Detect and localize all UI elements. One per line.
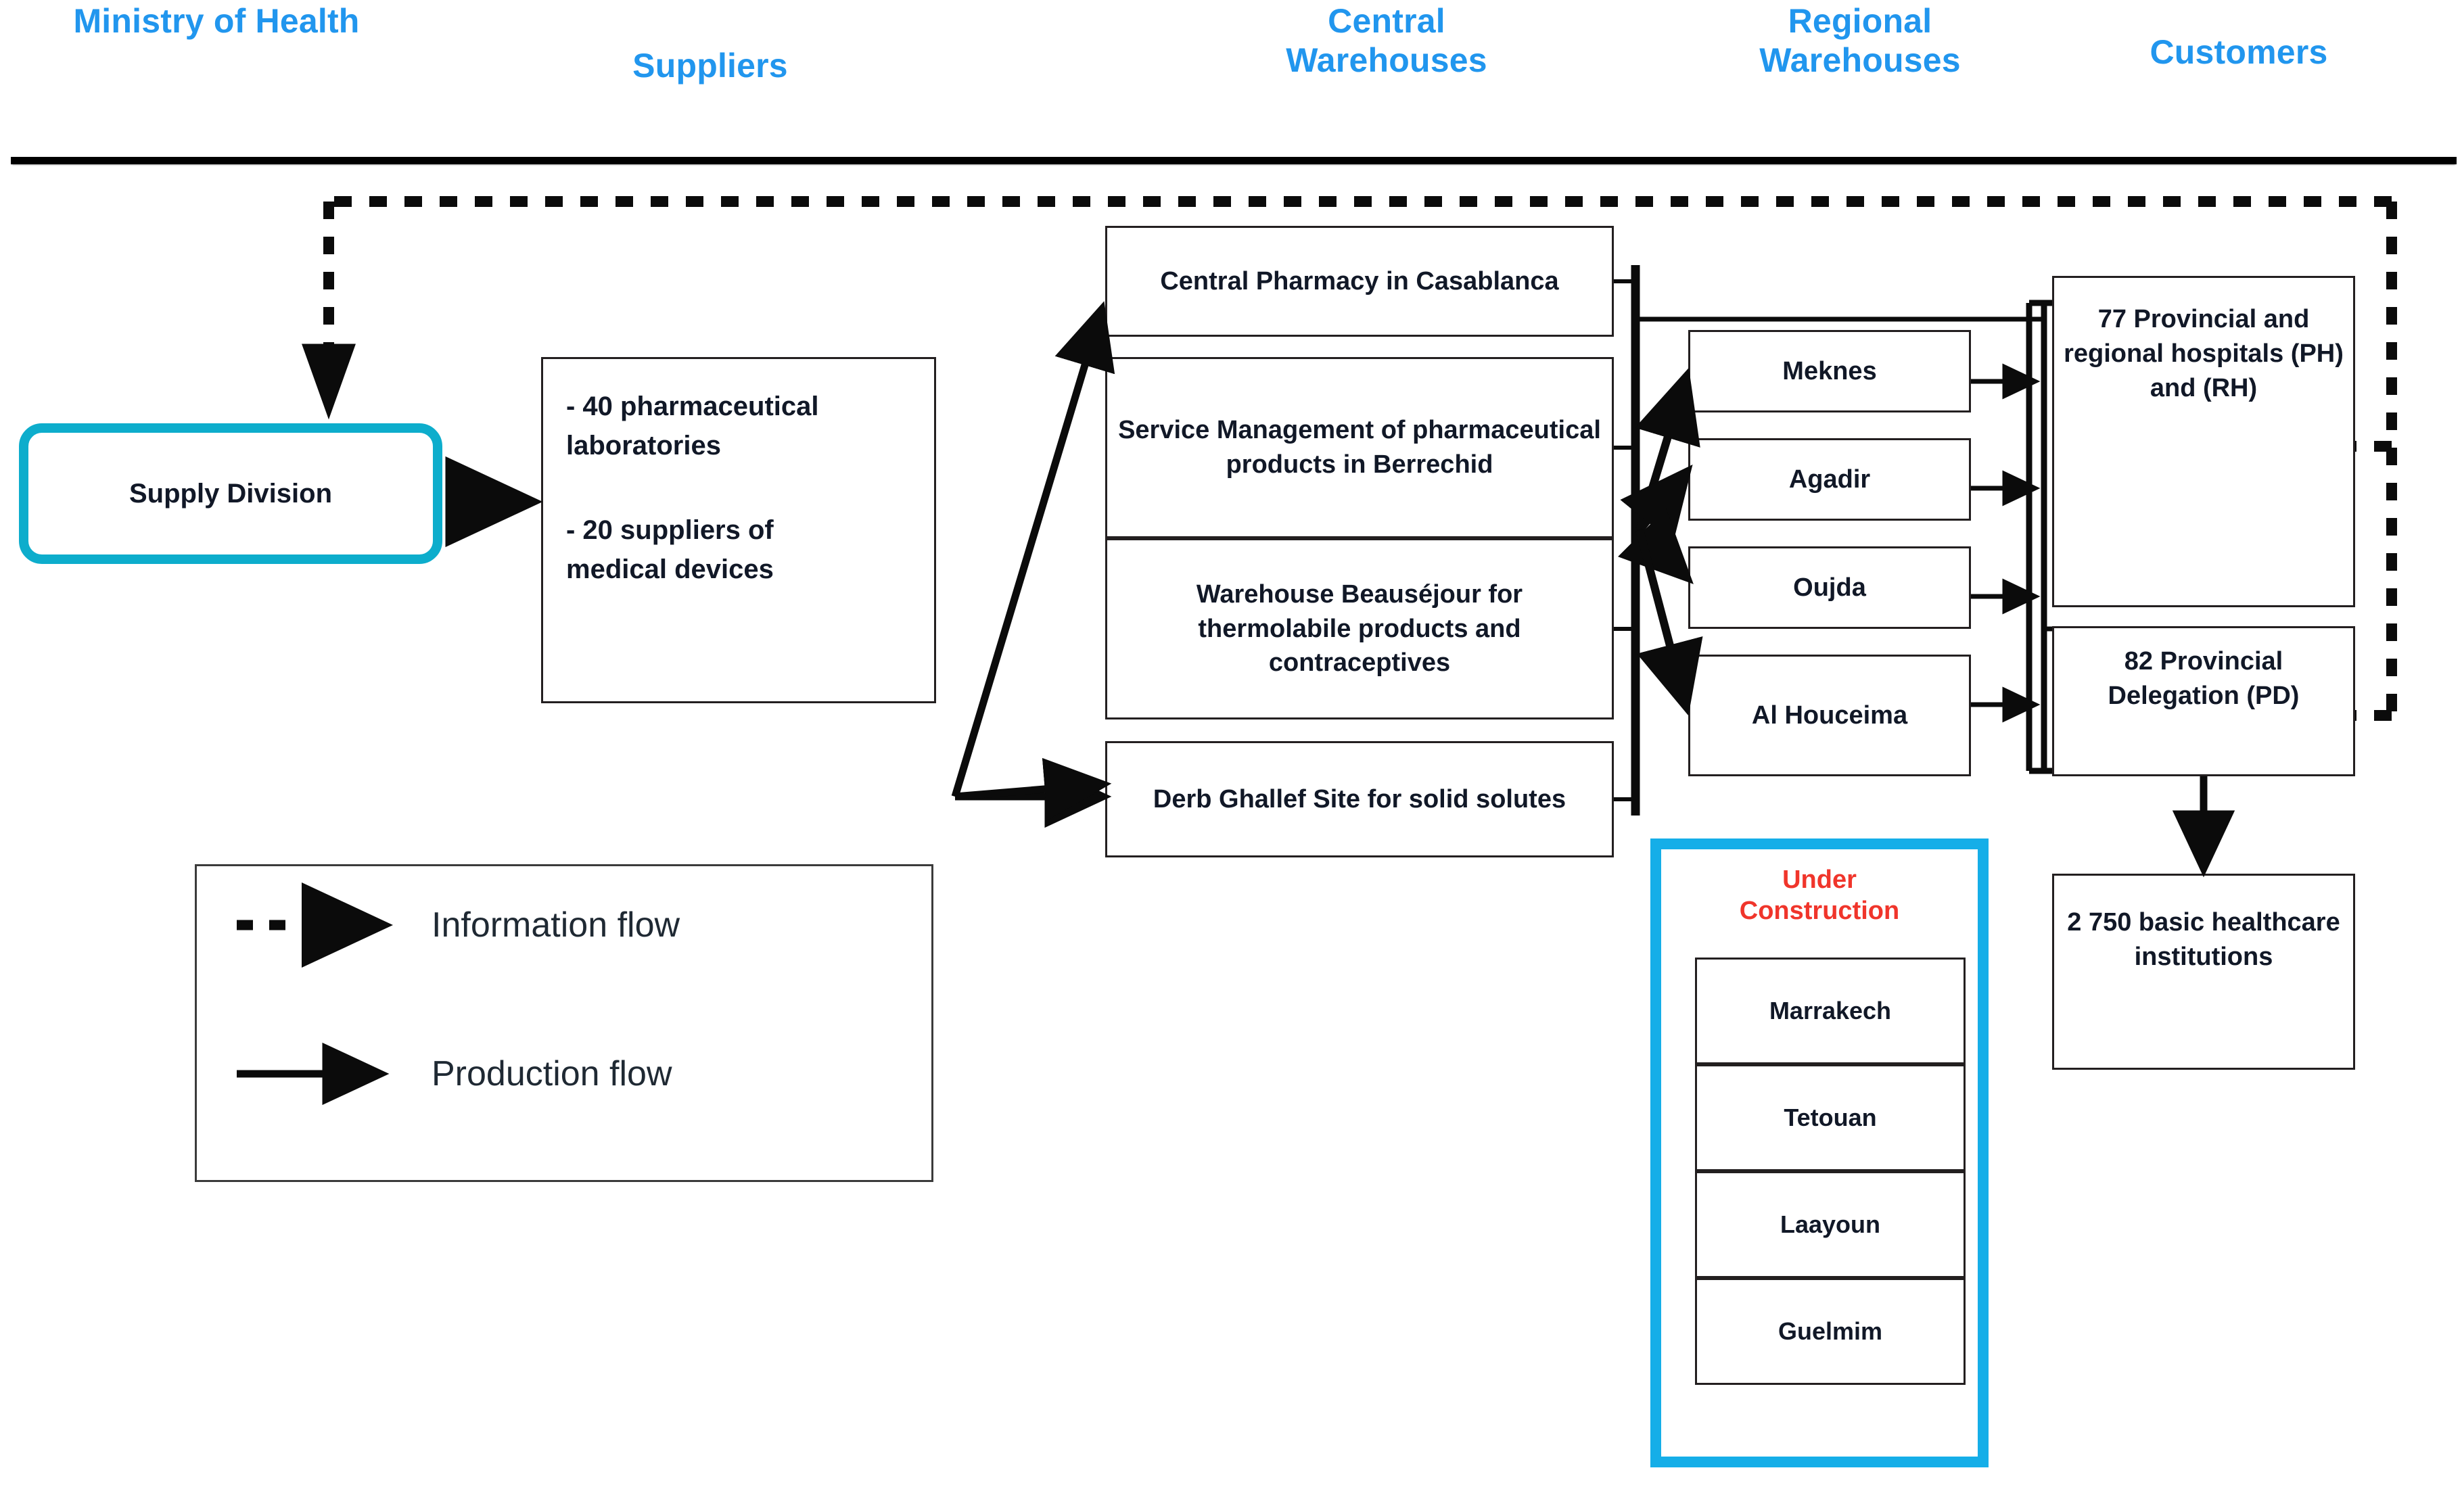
node-under-construction-guelmim-label: Guelmim bbox=[1778, 1317, 1883, 1345]
connector-information-flow-right-spine bbox=[2355, 202, 2397, 721]
suppliers-line-4: medical devices bbox=[566, 554, 774, 584]
node-under-construction-marrakech-label: Marrakech bbox=[1769, 996, 1892, 1024]
column-header-suppliers: Suppliers bbox=[632, 47, 788, 85]
node-regional-warehouse-agadir-label: Agadir bbox=[1788, 465, 1871, 494]
column-header-customers: Customers bbox=[2150, 33, 2328, 71]
suppliers-line-1: - 40 pharmaceutical bbox=[566, 392, 819, 421]
column-header-regional-warehouses: Regional Warehouses bbox=[1759, 2, 1961, 79]
node-under-construction-laayoun-label: Laayoun bbox=[1780, 1210, 1881, 1238]
node-regional-warehouse-oujda[interactable]: Oujda bbox=[1688, 546, 1971, 629]
node-central-warehouse-4-label: Derb Ghallef Site for solid solutes bbox=[1153, 784, 1566, 813]
group-under-construction: Under Construction Marrakech Tetouan Laa… bbox=[1650, 838, 1989, 1467]
legend-label-information-flow: Information flow bbox=[432, 905, 680, 945]
node-central-warehouse-2[interactable]: Service Management of pharmaceutical pro… bbox=[1105, 357, 1614, 538]
node-central-warehouse-4[interactable]: Derb Ghallef Site for solid solutes bbox=[1105, 741, 1614, 857]
node-supply-division[interactable]: Supply Division bbox=[19, 423, 442, 564]
node-regional-warehouse-meknes-label: Meknes bbox=[1782, 356, 1877, 385]
node-regional-warehouse-al-houceima-label: Al Houceima bbox=[1751, 701, 1908, 730]
node-under-construction-guelmim[interactable]: Guelmim bbox=[1695, 1278, 1966, 1385]
node-supply-division-label: Supply Division bbox=[129, 478, 333, 509]
node-central-warehouse-2-label: Service Management of pharmaceutical pro… bbox=[1118, 416, 1601, 479]
node-customer-hospitals[interactable]: 77 Provincial and regional hospitals (PH… bbox=[2052, 276, 2355, 607]
suppliers-line-3: - 20 suppliers of bbox=[566, 515, 774, 546]
node-regional-warehouse-agadir[interactable]: Agadir bbox=[1688, 438, 1971, 521]
column-header-ministry: Ministry of Health bbox=[73, 2, 360, 40]
node-regional-warehouse-oujda-label: Oujda bbox=[1793, 573, 1866, 602]
node-regional-warehouse-meknes[interactable]: Meknes bbox=[1688, 330, 1971, 412]
node-customer-hospitals-label: 77 Provincial and regional hospitals (PH… bbox=[2064, 305, 2344, 402]
node-suppliers[interactable]: - 40 pharmaceutical laboratories - 20 su… bbox=[541, 357, 936, 703]
node-customer-basic-healthcare-label: 2 750 basic healthcare institutions bbox=[2067, 908, 2340, 971]
node-under-construction-marrakech[interactable]: Marrakech bbox=[1695, 958, 1966, 1064]
node-customer-basic-healthcare[interactable]: 2 750 basic healthcare institutions bbox=[2052, 874, 2355, 1070]
node-central-warehouse-3[interactable]: Warehouse Beauséjour for thermolabile pr… bbox=[1105, 538, 1614, 719]
node-under-construction-tetouan[interactable]: Tetouan bbox=[1695, 1064, 1966, 1171]
node-regional-warehouse-al-houceima[interactable]: Al Houceima bbox=[1688, 655, 1971, 776]
connector-central-to-regional-warehouses bbox=[1617, 367, 1703, 716]
under-construction-title: Under Construction bbox=[1739, 866, 1900, 926]
node-under-construction-tetouan-label: Tetouan bbox=[1784, 1103, 1877, 1131]
node-customer-provincial-delegation[interactable]: 82 Provincial Delegation (PD) bbox=[2052, 626, 2355, 776]
suppliers-line-2: laboratories bbox=[566, 430, 721, 460]
connector-suppliers-to-central-warehouses bbox=[951, 301, 1115, 828]
node-central-warehouse-3-label: Warehouse Beauséjour for thermolabile pr… bbox=[1196, 580, 1523, 678]
connector-regional-to-customers bbox=[1971, 300, 2052, 774]
legend-label-production-flow: Production flow bbox=[432, 1054, 672, 1093]
header-divider-rule bbox=[11, 157, 2457, 164]
node-central-warehouse-1-label: Central Pharmacy in Casablanca bbox=[1160, 266, 1559, 296]
node-under-construction-laayoun[interactable]: Laayoun bbox=[1695, 1171, 1966, 1278]
node-central-warehouse-1[interactable]: Central Pharmacy in Casablanca bbox=[1105, 226, 1614, 337]
node-customer-provincial-delegation-label: 82 Provincial Delegation (PD) bbox=[2108, 647, 2300, 710]
column-header-central-warehouses: Central Warehouses bbox=[1286, 2, 1487, 79]
